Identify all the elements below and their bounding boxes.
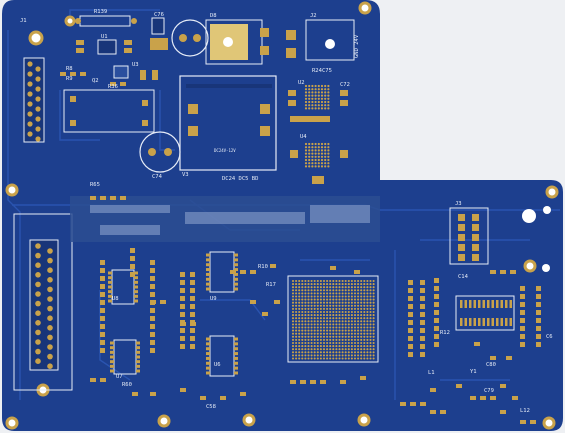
label-v3: V3 — [182, 172, 189, 178]
label-q2: Q2 — [92, 78, 99, 84]
label-ltc: DC24V-12V — [214, 148, 236, 153]
label-r139: R139 — [94, 9, 107, 15]
c76-cap — [151, 17, 165, 35]
main-bga-balls — [291, 279, 375, 360]
label-c58: C58 — [206, 404, 216, 410]
bga-small-bottom — [304, 142, 330, 168]
label-r10: R10 — [258, 264, 268, 270]
db-connector-top — [23, 57, 45, 143]
label-u3: U3 — [132, 62, 139, 68]
dip-ics — [108, 251, 238, 377]
label-c79: C79 — [484, 388, 494, 394]
ic-right-pins — [460, 300, 512, 326]
bga-small-top — [304, 84, 330, 110]
label-l1: L1 — [428, 370, 435, 376]
relay-outline — [63, 89, 155, 133]
label-j2-side: GND 24V — [354, 34, 360, 58]
label-u9: U9 — [210, 296, 217, 302]
power-module — [179, 75, 277, 171]
label-c72: C72 — [340, 82, 350, 88]
label-u7: U7 — [116, 374, 123, 380]
label-r8: R8 — [66, 66, 73, 72]
label-r60: R60 — [122, 382, 132, 388]
label-d8: D8 — [210, 13, 217, 19]
ic-right-outline — [455, 295, 515, 331]
label-c80: C80 — [486, 362, 496, 368]
u1-chip — [97, 39, 117, 55]
label-l12: L12 — [520, 408, 530, 414]
j3-header — [449, 207, 489, 265]
label-r36: R36 — [108, 84, 118, 90]
u3-chip — [113, 65, 129, 79]
label-u1: U1 — [101, 34, 108, 40]
label-u8: U8 — [112, 296, 119, 302]
db-connector-top-pins — [27, 61, 41, 142]
label-u4: U4 — [300, 134, 307, 140]
label-u2: U2 — [298, 80, 305, 86]
label-c14: C14 — [458, 274, 469, 280]
j2-terminal — [305, 19, 355, 61]
label-c76: C76 — [154, 12, 164, 18]
label-r24: R24 — [312, 68, 323, 74]
label-y1: Y1 — [470, 369, 477, 375]
d8-regulator — [205, 19, 263, 65]
label-c74: C74 — [152, 174, 163, 180]
header-outline-left — [13, 213, 73, 391]
label-r65: R65 — [90, 182, 100, 188]
label-u6: U6 — [214, 362, 221, 368]
label-r12: R12 — [440, 330, 450, 336]
label-j1: J1 — [20, 18, 27, 24]
label-r17: R17 — [266, 282, 276, 288]
label-j2: J2 — [310, 13, 317, 19]
j3-pins — [458, 214, 479, 261]
db-connector-bottom-pins — [35, 243, 53, 370]
mounting-holes-edge — [522, 206, 551, 272]
label-j3: J3 — [455, 201, 462, 207]
c75-capacitor — [171, 19, 209, 57]
label-c6: C6 — [546, 334, 553, 340]
main-bga-outline — [287, 275, 379, 363]
label-r9: R9 — [66, 76, 73, 82]
small-smd-pads — [90, 196, 536, 424]
silkscreen-labels: R139 C76 U1 D8 J2 GND 24V U3 R8 R9 J1 C7… — [20, 9, 553, 414]
label-c75: C75 — [322, 68, 332, 74]
label-psu: DC24 DC5 BD — [222, 176, 258, 182]
db-connector-bottom — [29, 239, 59, 371]
